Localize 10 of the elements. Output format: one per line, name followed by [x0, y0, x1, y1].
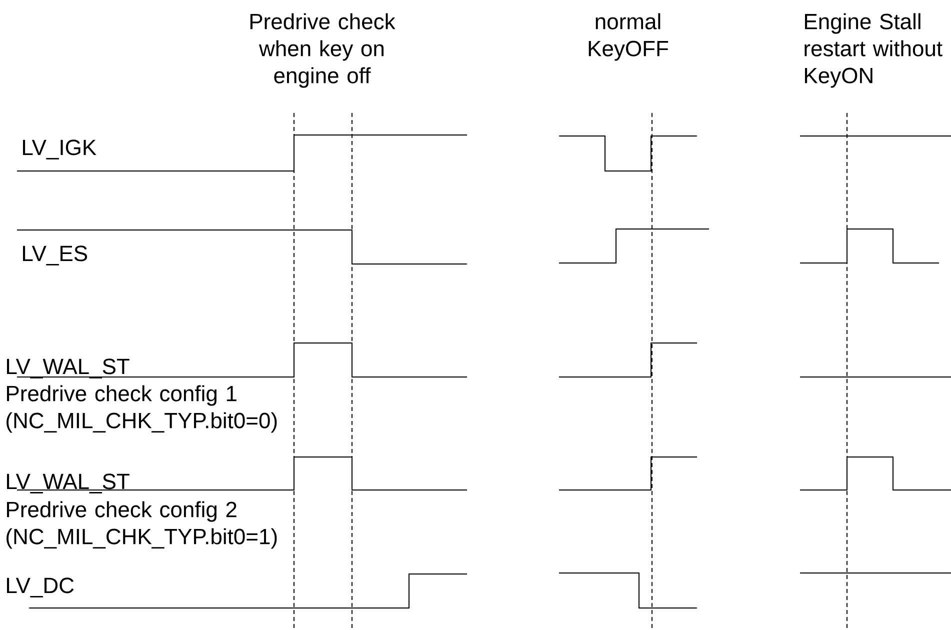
signal-name: LV_WAL_ST [7, 474, 130, 494]
signal-name: LV_WAL_ST [7, 358, 130, 378]
signal-name: LV_DC [7, 578, 74, 598]
column-heading: Predrive check when key on engine off [250, 13, 396, 88]
signal-name: LV_ES [23, 246, 88, 266]
signal-name: LV_IGK [23, 140, 96, 160]
config-note: Predrive check config 1 (NC_MIL_CHK_TYP.bit0=0) [6, 385, 277, 433]
column-heading: normal KeyOFF [588, 13, 668, 61]
column-heading: Engine Stall restart without KeyON [804, 13, 942, 88]
config-note: Predrive check config 2 (NC_MIL_CHK_TYP.bit0=1) [6, 501, 277, 549]
